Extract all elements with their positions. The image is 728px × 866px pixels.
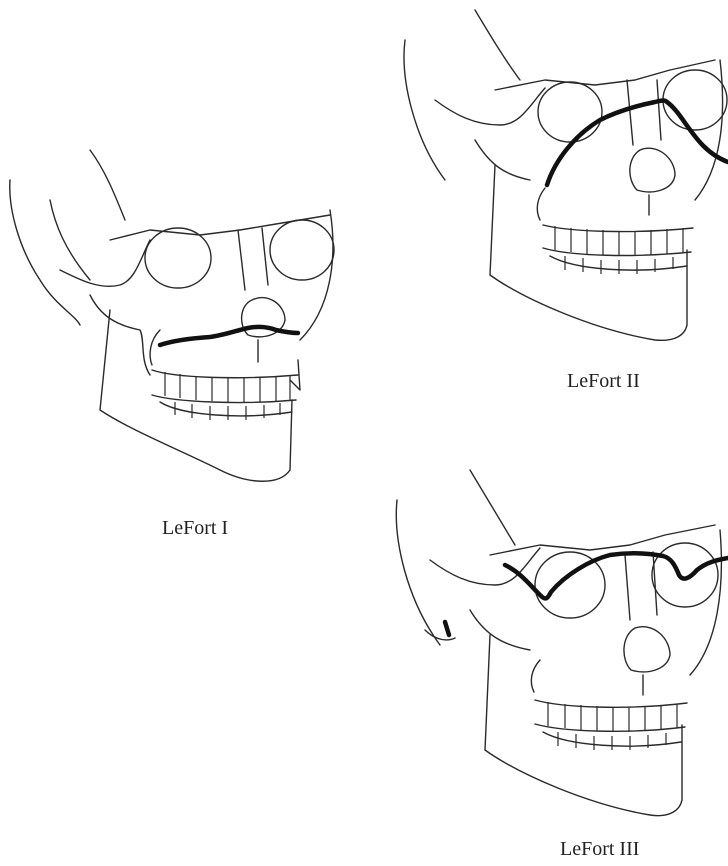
lefort-3-panel	[385, 460, 728, 835]
nasal-aperture	[624, 627, 670, 672]
left-orbit	[145, 228, 211, 288]
right-orbit	[652, 543, 718, 607]
skull-outline	[396, 470, 721, 816]
nasal-aperture	[630, 148, 675, 192]
lefort-1-skull-illustration	[0, 140, 350, 500]
fracture-line	[505, 553, 728, 598]
teeth	[543, 195, 693, 274]
right-orbit	[663, 70, 727, 130]
teeth	[152, 340, 298, 420]
lefort-2-caption: LeFort II	[567, 370, 640, 393]
skull-outline	[10, 150, 334, 481]
teeth	[535, 675, 687, 750]
skull-outline	[404, 10, 727, 340]
fracture-line-zygomatic	[445, 622, 449, 635]
right-orbit	[270, 220, 334, 280]
lefort-1-panel	[0, 140, 350, 500]
lefort-1-caption: LeFort I	[162, 517, 228, 540]
lefort-3-caption: LeFort III	[560, 838, 639, 861]
fracture-line	[160, 327, 298, 345]
left-orbit	[538, 82, 602, 142]
fracture-line	[547, 101, 728, 186]
lefort-2-panel	[395, 0, 728, 345]
lefort-3-skull-illustration	[385, 460, 728, 835]
lefort-2-skull-illustration	[395, 0, 728, 345]
